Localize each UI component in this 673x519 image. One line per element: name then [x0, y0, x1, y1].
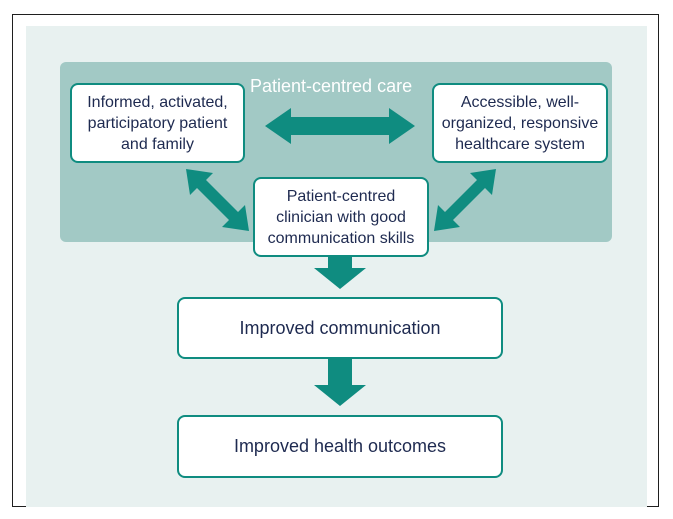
healthcare-system-node: Accessible, well- organized, responsive … [432, 83, 608, 163]
region-title: Patient-centred care [250, 76, 413, 96]
arrow-patient-clinician [186, 169, 249, 231]
clinician-node: Patient-centred clinician with good comm… [253, 177, 429, 257]
arrow-patient-system [265, 108, 415, 144]
improved-communication-node: Improved communication [177, 297, 503, 359]
improved-health-outcomes-node: Improved health outcomes [177, 415, 503, 478]
patient-family-node: Informed, activated, participatory patie… [70, 83, 245, 163]
arrow-clinician-communication [314, 257, 366, 289]
arrow-communication-outcomes [314, 359, 366, 406]
arrow-system-clinician [434, 169, 496, 231]
